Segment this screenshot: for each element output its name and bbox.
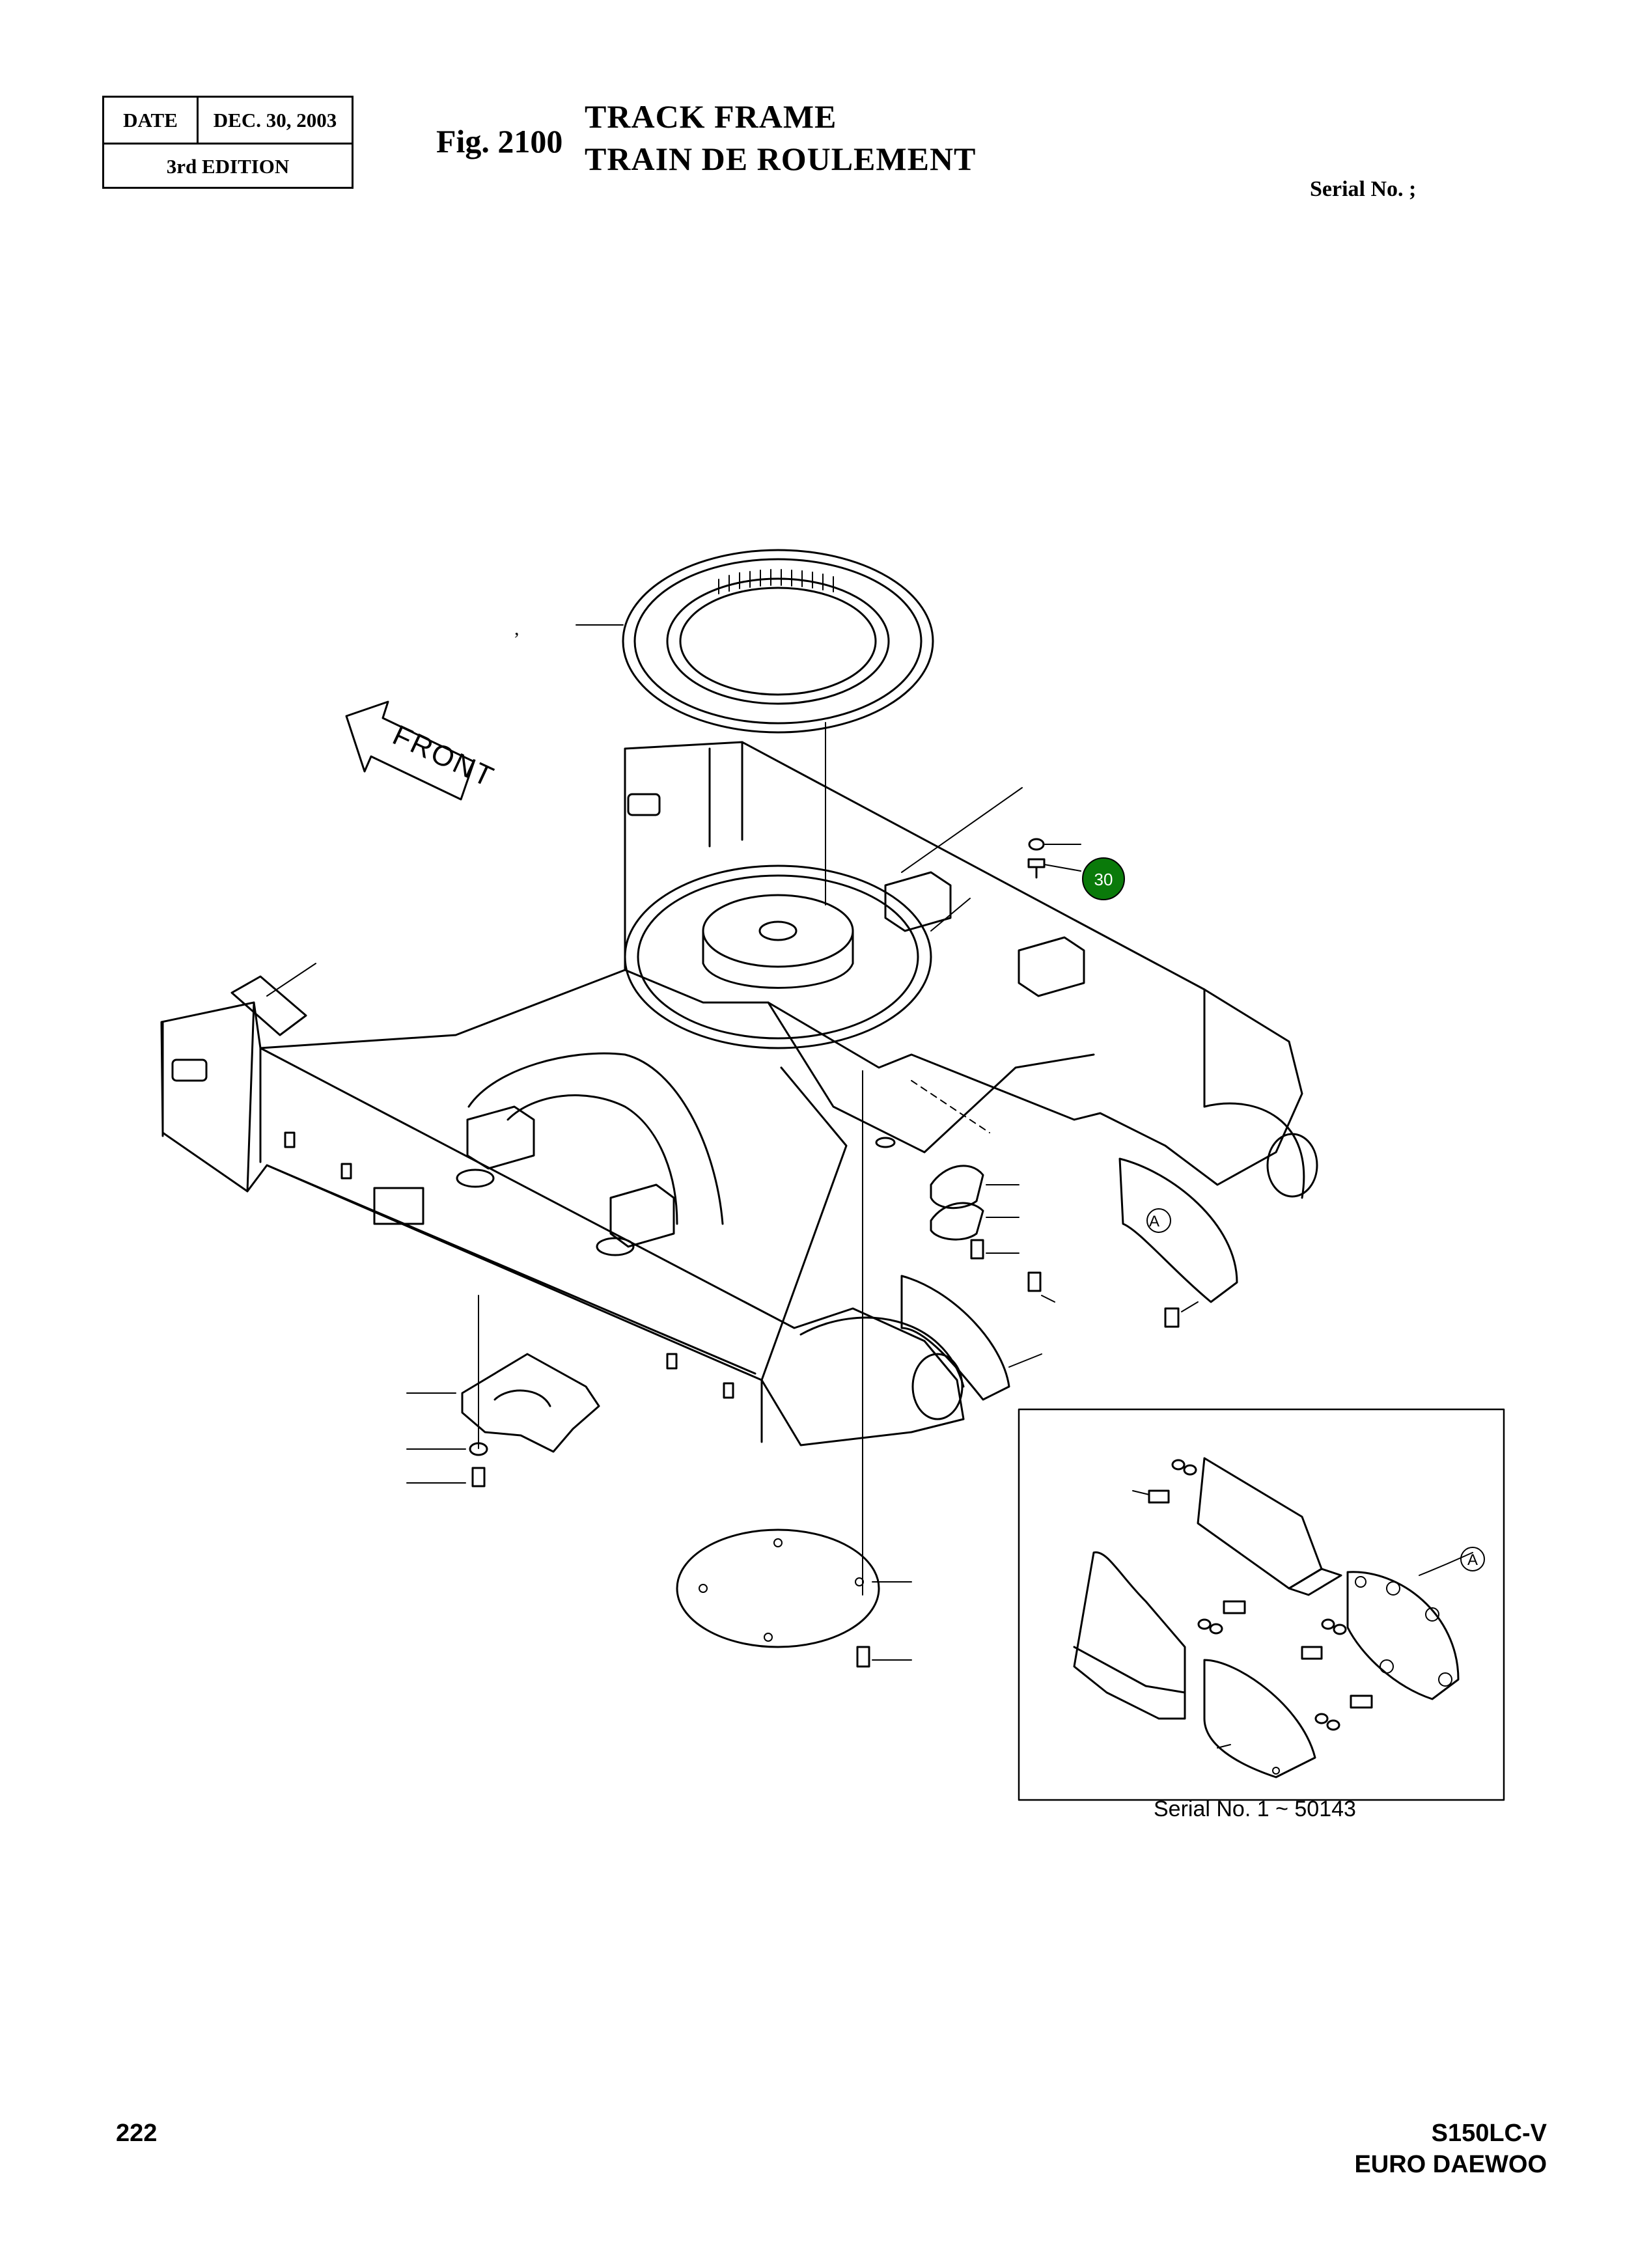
detail-ref-a: A <box>1149 1213 1159 1230</box>
date-label: DATE <box>104 98 199 143</box>
inset-serial-range: Serial No. 1 ~ 50143 <box>1154 1797 1356 1821</box>
model-name: S150LC-V <box>1431 2120 1547 2147</box>
detail-inset-frame <box>1018 1408 1505 1801</box>
title-english: TRACK FRAME <box>585 98 837 135</box>
front-direction-arrow: FRONT <box>345 700 500 801</box>
date-value: DEC. 30, 2003 <box>213 108 337 131</box>
swing-bearing-ring <box>576 549 934 906</box>
callout-number: 30 <box>1094 870 1113 889</box>
under-cover-plate <box>676 1528 912 1668</box>
figure-number: Fig. 2100 <box>436 123 563 159</box>
date-row: DATE DEC. 30, 2003 <box>104 98 352 145</box>
guard-bracket <box>406 1353 600 1487</box>
callout-circle <box>1082 857 1125 900</box>
brand-name: EURO DAEWOO <box>1354 2151 1547 2178</box>
bolt-washer-assembly <box>1027 838 1081 879</box>
front-label: FRONT <box>388 719 500 794</box>
title-french: TRAIN DE ROULEMENT <box>585 141 977 177</box>
stray-mark: , <box>514 618 520 639</box>
serial-number-label: Serial No. ; <box>1310 177 1417 201</box>
page-number: 222 <box>116 2120 158 2147</box>
track-frame-body <box>160 741 1318 1596</box>
callout-30[interactable]: 30 <box>1082 857 1125 900</box>
cover-gasket-parts <box>900 1157 1238 1401</box>
edition-label: 3rd EDITION <box>166 155 290 178</box>
date-edition-box: DATE DEC. 30, 2003 3rd EDITION <box>102 96 354 189</box>
detail-ref-a-inset: A <box>1467 1551 1478 1569</box>
